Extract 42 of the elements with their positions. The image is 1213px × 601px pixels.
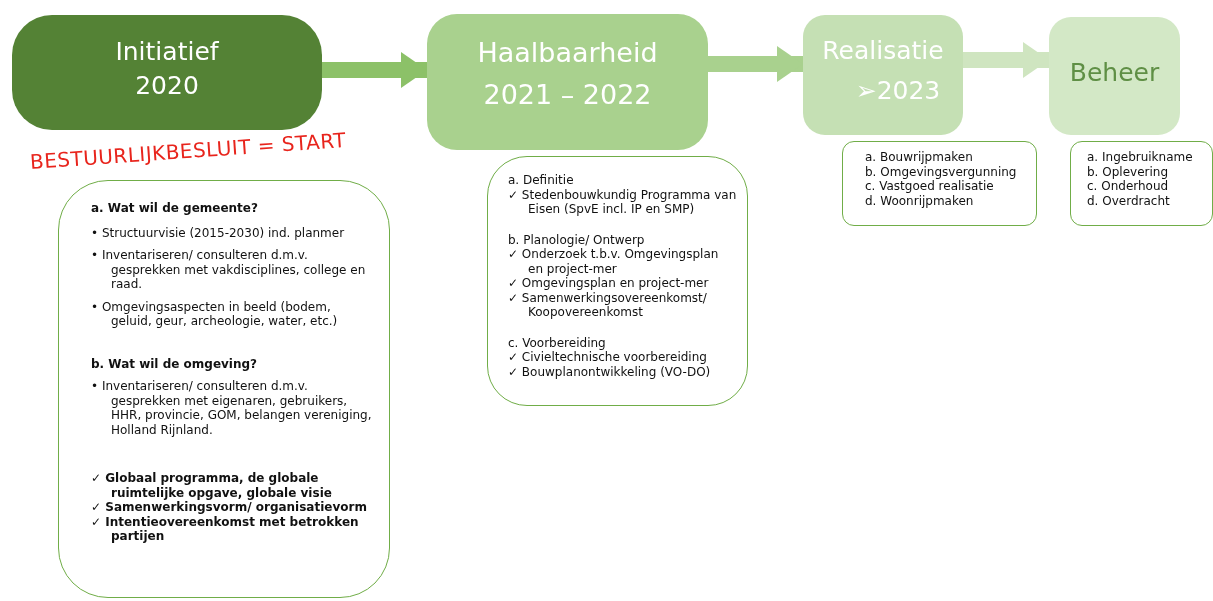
list-item: ✓ Stedenbouwkundig Programma van Eisen (SpvE incl. IP en SMP) [507,187,737,217]
stamp-text: BESTUURLIJKBESLUIT = START [29,127,347,174]
phase-box [1049,17,1180,135]
block-arrow [963,42,1049,78]
text-card [58,180,390,598]
list-item: a. Bouwrijpmaken [864,150,974,165]
phase-title: Beheer [1068,57,1161,89]
list-item: b. Wat wil de omgeving? [90,356,259,371]
phase-title: Initiatief 2020 [114,36,220,102]
list-item: b. Omgevingsvergunning [864,164,1018,179]
list-item: b. Oplevering [1086,164,1169,179]
text-card [1070,141,1213,226]
list-item: ✓ Globaal programma, de globale ruimtelijke opgave, globale visie [90,471,333,500]
text-card [487,156,748,406]
list-item: c. Onderhoud [1086,179,1170,194]
list-item: ✓ Civieltechnische voorbereiding [507,350,708,365]
list-item: a. Wat wil de gemeente? [90,201,259,216]
list-item: ✓ Samenwerkingsvorm/ organisatievorm [90,500,368,515]
list-item: • Inventariseren/ consulteren d.m.v. gesprekken met eigenaren, gebruikers, HHR, provincie, GOM, belangen vereniging, Holland Rijnland. [90,379,373,437]
list-item: ✓ Intentieovereenkomst met betrokken partijen [90,514,360,544]
list-item: d. Woonrijpmaken [864,193,975,208]
list-item: a. Ingebruikname [1086,150,1194,165]
list-item: c. Voorbereiding [507,335,607,350]
list-item: c. Vastgoed realisatie [864,179,995,194]
list-item: • Inventariseren/ consulteren d.m.v. gesprekken met vakdisciplines, college en raad. [90,248,367,292]
block-arrow [708,46,803,82]
list-item: • Omgevingsaspecten in beeld (bodem, geluid, geur, archeologie, water, etc.) [90,299,339,329]
list-item: b. Planologie/ Ontwerp [507,232,646,247]
list-item: • Structuurvisie (2015-2030) ind. planmer [90,225,346,240]
list-item: a. Definitie [507,173,575,188]
phase-box [803,15,963,135]
text-card [842,141,1037,226]
list-item: d. Overdracht [1086,193,1171,208]
list-item: ✓ Bouwplanontwikkeling (VO-DO) [507,364,712,379]
phase-title: Realisatie ➢2023 [821,35,945,107]
block-arrow [322,52,427,88]
phase-box [427,14,708,150]
list-item: ✓ Samenwerkingsovereenkomst/ Koopovereenkomst [507,290,708,320]
list-item: ✓ Omgevingsplan en project-mer [507,276,710,291]
phase-box [12,15,322,130]
list-item: ✓ Onderzoek t.b.v. Omgevingsplan en project-mer [507,247,720,276]
phase-title: Haalbaarheid 2021 – 2022 [476,36,659,112]
